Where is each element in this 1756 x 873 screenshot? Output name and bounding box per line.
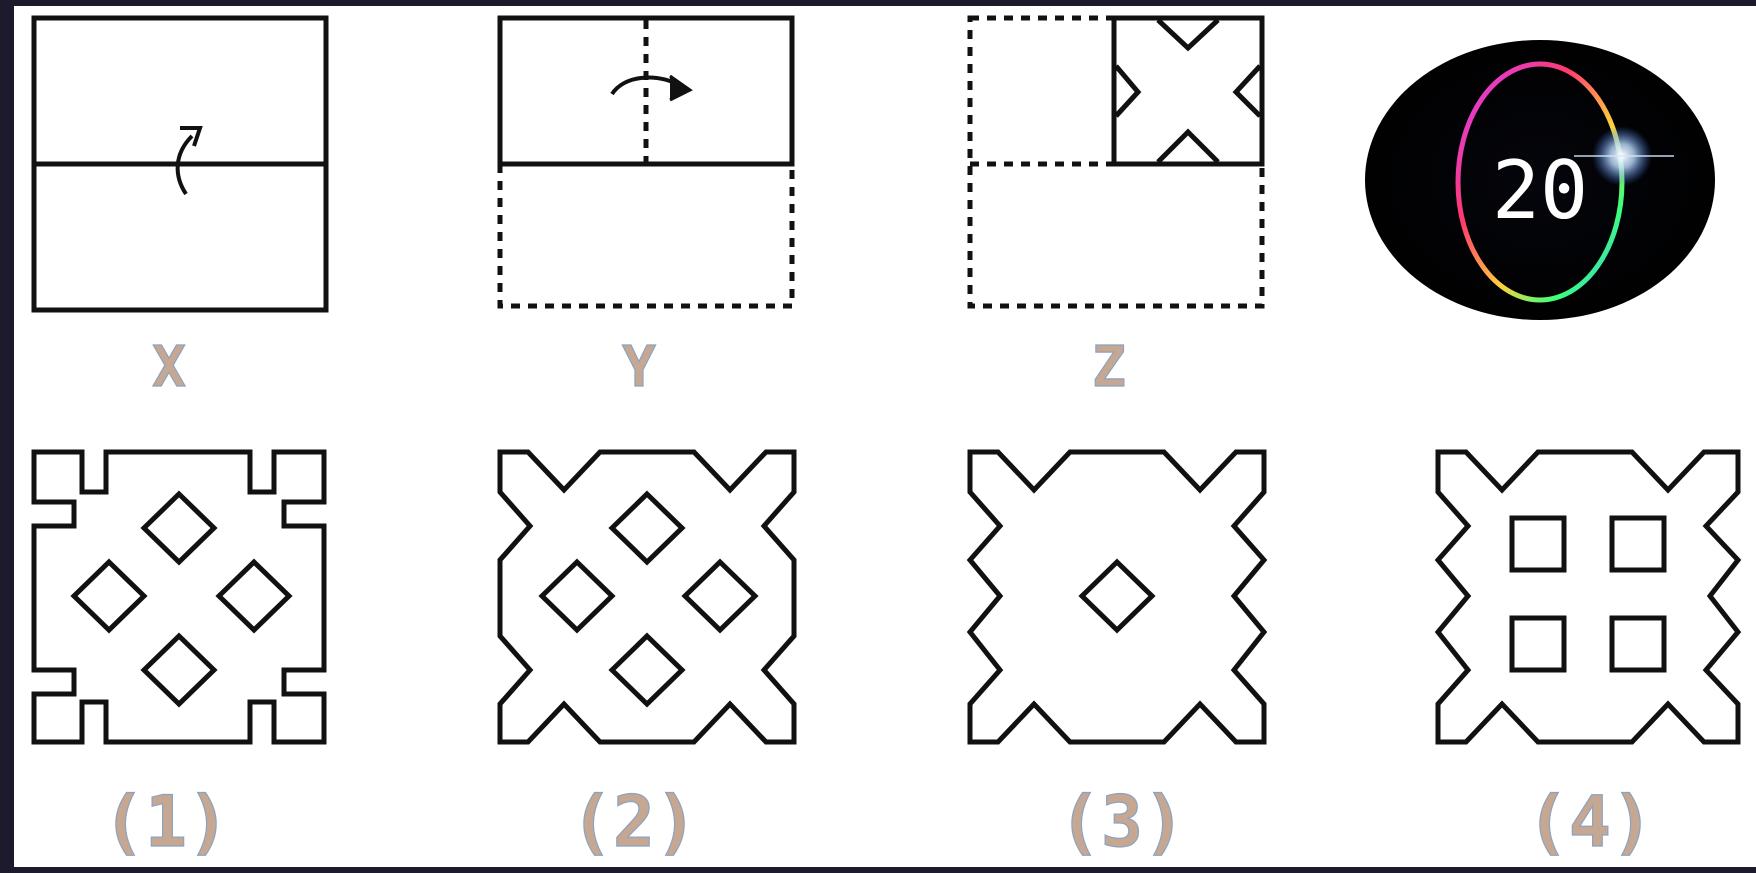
diamond-hole	[74, 562, 144, 630]
label-option-3: (3)	[1059, 781, 1185, 863]
label-x: X	[152, 335, 186, 400]
timer-value: 20	[1492, 144, 1588, 237]
diamond-hole	[144, 494, 214, 562]
square-hole	[1612, 618, 1664, 670]
fold-step-x	[34, 18, 326, 310]
puzzle-figure: X Y Z 20	[14, 6, 1756, 867]
label-option-1: (1)	[103, 781, 229, 863]
diamond-hole	[219, 562, 289, 630]
diamond-hole	[542, 562, 612, 630]
unfolded-half-outline	[500, 164, 792, 306]
diamond-hole	[144, 636, 214, 704]
label-option-4: (4)	[1527, 781, 1653, 863]
label-z: Z	[1092, 335, 1126, 400]
option-2	[500, 452, 794, 742]
diamond-hole	[1082, 562, 1152, 630]
label-y: Y	[622, 335, 656, 400]
square-hole	[1512, 618, 1564, 670]
fold-step-y	[500, 18, 792, 306]
arrow-head-icon	[670, 76, 690, 100]
diamond-hole	[612, 494, 682, 562]
cut-paper-outline	[1438, 452, 1738, 742]
puzzle-canvas: X Y Z 20	[14, 6, 1756, 867]
option-3	[970, 452, 1264, 742]
fold-step-z	[970, 18, 1262, 306]
cut-paper-outline	[970, 452, 1264, 742]
square-hole	[1512, 518, 1564, 570]
option-1	[34, 452, 324, 742]
option-4	[1438, 452, 1738, 742]
right-notch	[1236, 66, 1260, 116]
bottom-notch	[1158, 132, 1218, 162]
diamond-hole	[612, 636, 682, 704]
square-hole	[1612, 518, 1664, 570]
left-notch	[1116, 66, 1138, 116]
top-notch	[1158, 20, 1218, 48]
diamond-hole	[685, 562, 755, 630]
label-option-2: (2)	[571, 781, 697, 863]
timer-badge: 20	[1365, 40, 1715, 320]
